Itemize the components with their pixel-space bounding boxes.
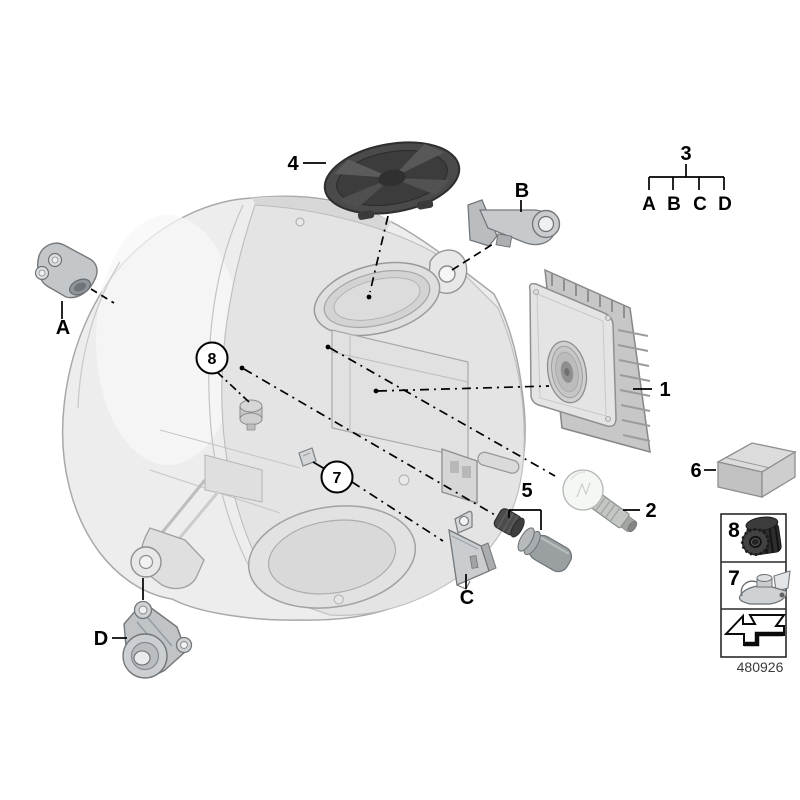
turn-over-arrow-icon (723, 613, 786, 647)
callout-4[interactable]: 4 (287, 153, 299, 175)
callout-1[interactable]: 1 (659, 379, 670, 401)
callout-7-circle[interactable]: 7 (320, 460, 354, 494)
callout-D[interactable]: D (94, 628, 108, 650)
part-B-bracket (467, 199, 561, 248)
headlight-housing (61, 195, 526, 621)
legend-row-8[interactable]: 8 (728, 515, 782, 556)
part-A-bracket (34, 242, 98, 299)
module-lens (546, 340, 588, 404)
callout-7: 7 (333, 470, 342, 487)
callout-A[interactable]: A (56, 317, 70, 339)
callout-6[interactable]: 6 (690, 460, 701, 482)
legend-row-7[interactable]: 7 (728, 567, 791, 605)
callout-8: 8 (208, 351, 217, 368)
part-1-led-module (528, 268, 651, 454)
callout-C[interactable]: C (460, 587, 474, 609)
callout-2[interactable]: 2 (645, 500, 656, 522)
part-2-bulb (562, 469, 638, 533)
drawing-number: 480926 (737, 659, 784, 675)
housing-adjuster-screw (239, 399, 263, 431)
group-3-item-C[interactable]: C (693, 194, 707, 215)
legend-8-label: 8 (728, 519, 740, 542)
housing-center-structure (149, 217, 469, 517)
callout-8-circle[interactable]: 8 (195, 341, 229, 375)
legend-table: 8 7 (720, 513, 791, 658)
part-D-bracket (122, 600, 193, 679)
callouts: 4 B A 1 2 5 6 C D 8 7 (56, 153, 716, 650)
housing-bulb-opening (313, 261, 441, 337)
part-4-dust-cap (323, 141, 461, 220)
group-3-tree: 3 A B C D (642, 143, 732, 215)
housing-rear-cover (247, 505, 417, 609)
part-6-kit-box (716, 442, 797, 499)
part-C-bracket (448, 510, 497, 590)
group-3-label[interactable]: 3 (680, 143, 691, 165)
group-3-item-D[interactable]: D (718, 194, 732, 215)
group-3-item-A[interactable]: A (642, 194, 656, 215)
leader-lines (90, 215, 556, 600)
housing-lower-arm (130, 479, 220, 590)
part-5-grommet (493, 508, 525, 538)
legend-row-arrow (723, 613, 786, 647)
knurled-nut-icon (740, 516, 782, 556)
callout-5[interactable]: 5 (521, 480, 532, 502)
housing-mounting-ear (428, 249, 468, 294)
callout-B[interactable]: B (515, 180, 529, 202)
group-3-item-B[interactable]: B (667, 194, 681, 215)
part-5-bulb-socket (517, 527, 573, 573)
legend-7-label: 7 (728, 567, 740, 590)
sheet-metal-clip-nut-icon (738, 570, 791, 605)
housing-clip-seat (298, 447, 317, 467)
